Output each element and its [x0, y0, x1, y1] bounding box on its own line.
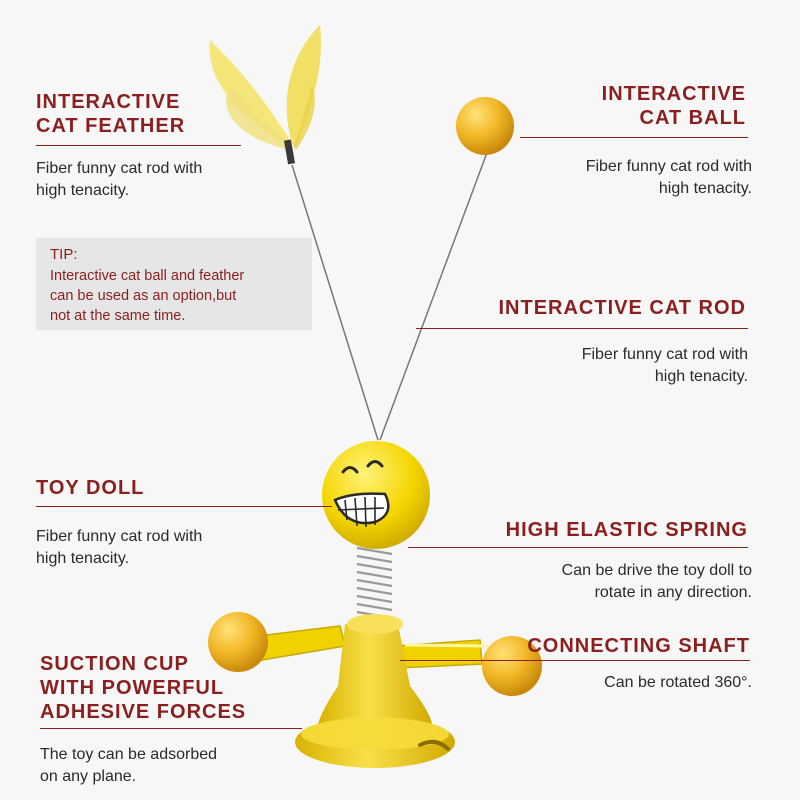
spring-rule: [408, 547, 748, 548]
feather-description: Fiber funny cat rod with high tenacity.: [36, 160, 203, 199]
spring: [356, 546, 393, 620]
feather-heading: INTERACTIVE CAT FEATHER: [36, 91, 186, 137]
suction-rule: [40, 728, 302, 729]
feather: [209, 25, 321, 165]
shaft-rule: [400, 660, 750, 661]
tip-title: TIP:: [50, 246, 78, 263]
ball-description: Fiber funny cat rod with high tenacity.: [585, 158, 752, 197]
spring-description: Can be drive the toy doll to rotate in a…: [561, 562, 752, 601]
shaft-heading: CONNECTING SHAFT: [527, 635, 750, 657]
suction-description: The toy can be adsorbed on any plane.: [40, 746, 218, 785]
side-ball-right: [482, 636, 542, 696]
suction-cup-base: [295, 614, 455, 768]
feather-rule: [36, 145, 241, 146]
tip-box: TIP: Interactive cat ball and feather ca…: [36, 238, 312, 330]
ball-heading: INTERACTIVE CAT BALL: [601, 83, 746, 129]
rod-right: [379, 149, 489, 441]
tip-text: Interactive cat ball and feather can be …: [50, 268, 245, 324]
doll-description: Fiber funny cat rod with high tenacity.: [36, 528, 203, 567]
top-ball: [456, 97, 514, 155]
rod-description: Fiber funny cat rod with high tenacity.: [581, 346, 748, 385]
rod-heading: INTERACTIVE CAT ROD: [498, 297, 746, 319]
rod-left: [291, 164, 379, 441]
doll-head: [322, 441, 430, 549]
suction-heading: SUCTION CUP WITH POWERFUL ADHESIVE FORCE…: [40, 653, 247, 723]
spring-heading: HIGH ELASTIC SPRING: [505, 519, 748, 541]
doll-rule: [36, 506, 332, 507]
shaft-description: Can be rotated 360°.: [604, 674, 752, 691]
doll-heading: TOY DOLL: [36, 477, 145, 499]
rod-rule: [416, 328, 748, 329]
side-ball-left: [208, 612, 268, 672]
ball-rule: [520, 137, 748, 138]
